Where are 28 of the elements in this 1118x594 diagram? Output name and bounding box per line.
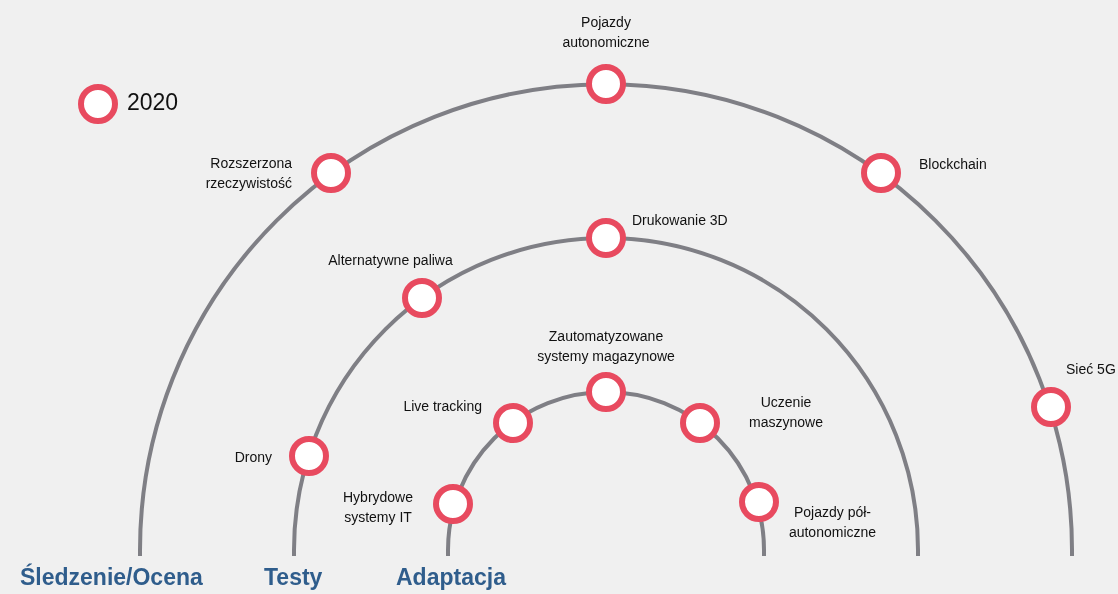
ring-label: Testy: [264, 564, 323, 591]
timeline-marker: [861, 153, 901, 193]
timeline-marker: [739, 482, 779, 522]
timeline-marker: [586, 372, 626, 412]
marker-caption: Live tracking: [402, 397, 482, 416]
marker-caption: Uczenie maszynowe: [748, 393, 824, 432]
ring-label: Adaptacja: [396, 564, 506, 591]
marker-caption: Drukowanie 3D: [632, 211, 729, 230]
legend-text: 2020: [127, 89, 179, 116]
timeline-marker: [311, 153, 351, 193]
marker-caption: Drony: [233, 448, 272, 467]
timeline-marker: [1031, 387, 1071, 427]
marker-caption: Blockchain: [919, 155, 988, 174]
marker-caption: Hybrydowe systemy IT: [342, 488, 414, 527]
timeline-marker: [680, 403, 720, 443]
marker-caption: Alternatywne paliwa: [327, 251, 454, 270]
timeline-marker: [586, 218, 626, 258]
timeline-marker: [402, 278, 442, 318]
marker-caption: Rozszerzona rzeczywistość: [204, 154, 292, 193]
timeline-marker: [586, 64, 626, 104]
marker-caption: Zautomatyzowane systemy magazynowe: [536, 327, 676, 366]
timeline-marker: [493, 403, 533, 443]
marker-caption: Sieć 5G: [1066, 360, 1117, 379]
timeline-marker: [289, 436, 329, 476]
marker-caption: Pojazdy pół-autonomiczne: [787, 503, 878, 542]
timeline-marker: [433, 484, 473, 524]
ring-label: Śledzenie/Ocena: [20, 564, 203, 591]
marker-caption: Pojazdy autonomiczne: [561, 13, 651, 52]
